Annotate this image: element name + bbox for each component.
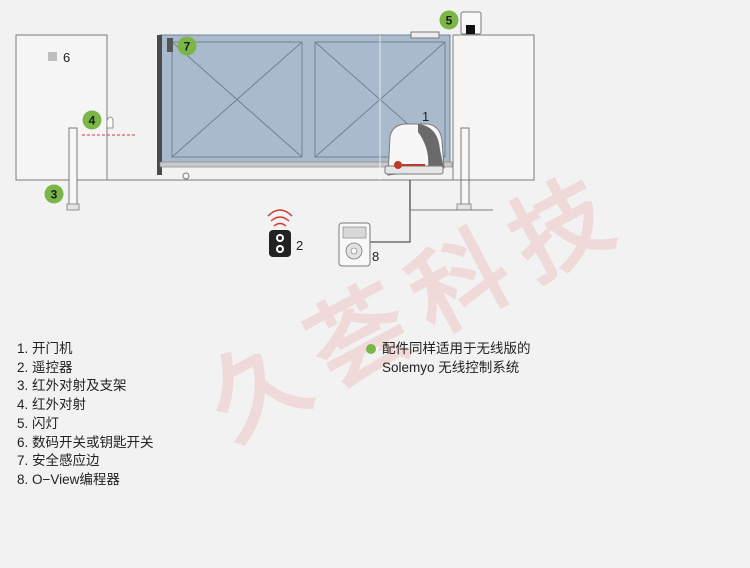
badge-5: 5 [439, 10, 459, 30]
label-8: 8 [372, 249, 379, 264]
legend-item: 7. 安全感应边 [17, 453, 100, 469]
legend-item: 5. 闪灯 [17, 415, 60, 431]
programmer-device [338, 222, 371, 267]
safety-edge [167, 38, 173, 52]
watermark: 久荟科技 [191, 152, 644, 461]
green-bullet-icon [366, 344, 376, 355]
wiring [370, 180, 411, 243]
note-line-2: Solemyo 无线控制系统 [382, 359, 520, 375]
label-2: 2 [296, 238, 303, 253]
legend-item: 3. 红外对射及支架 [17, 378, 127, 394]
label-6: 6 [63, 50, 70, 65]
photocell-sensor [106, 116, 114, 129]
svg-text:4: 4 [89, 114, 96, 128]
wireless-note: 配件同样适用于无线版的 Solemyo 无线控制系统 [366, 340, 531, 377]
note-line-1: 配件同样适用于无线版的 [382, 341, 531, 356]
gate-motor [384, 123, 445, 176]
label-1: 1 [422, 109, 429, 124]
left-wall [15, 34, 108, 181]
photocell-post-left [66, 127, 80, 211]
svg-text:3: 3 [51, 188, 58, 202]
flashing-light [410, 11, 482, 39]
legend-item: 4. 红外对射 [17, 397, 87, 413]
key-switch [48, 52, 57, 61]
svg-text:5: 5 [446, 14, 453, 28]
legend-list: 1. 开门机 2. 遥控器 3. 红外对射及支架 4. 红外对射 5. 闪灯 6… [17, 340, 154, 490]
legend-item: 1. 开门机 [17, 341, 73, 356]
svg-text:7: 7 [184, 40, 191, 54]
legend-item: 8. O−View编程器 [17, 471, 120, 487]
legend-item: 2. 遥控器 [17, 359, 73, 375]
badge-4: 4 [82, 110, 102, 130]
legend-item: 6. 数码开关或钥匙开关 [17, 434, 154, 450]
badge-3: 3 [44, 184, 64, 204]
remote-control [267, 209, 293, 257]
badge-7: 7 [177, 36, 197, 56]
svg-text:久荟科技: 久荟科技 [191, 152, 644, 461]
